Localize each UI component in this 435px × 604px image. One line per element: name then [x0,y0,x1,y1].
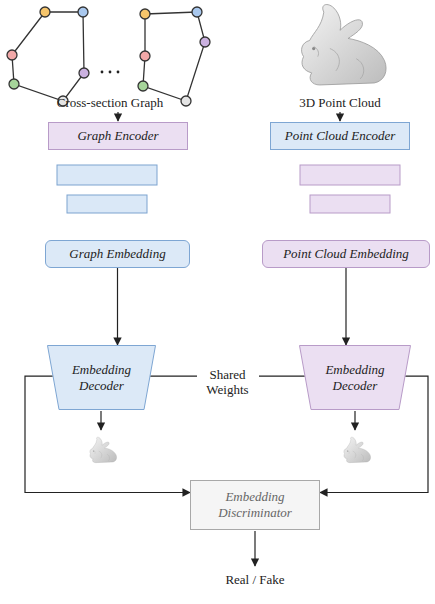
layer-bar [300,165,400,185]
embedding-box: Point Cloud Embedding [262,240,430,268]
output-arrow [354,411,355,430]
input-label: Cross-section Graph [57,95,164,111]
encoder-box: Point Cloud Encoder [270,122,410,150]
point-cloud-bunny [302,5,387,85]
decoder-trapezoid: Embedding Decoder [299,345,411,410]
trapezoid-shape [48,346,156,410]
node-text: Graph Embedding [69,246,165,262]
input-arrow [117,112,118,121]
cross-section-graph [138,7,210,106]
input-label: 3D Point Cloud [299,95,381,111]
connector [117,268,118,345]
node-text: Embedding Discriminator [199,489,311,520]
reconstructed-bunny [90,437,117,462]
node-text: Point Cloud Encoder [285,128,396,144]
edge-label: Shared Weights [197,368,259,398]
output-arrow [100,411,101,430]
output-arrow [254,531,255,566]
encoder-box: Graph Encoder [48,122,188,150]
connector [345,268,346,345]
embedding-box: Graph Embedding [45,240,190,268]
layer-bar [67,195,147,213]
node-text: Point Cloud Embedding [283,246,409,262]
discriminator-box: Embedding Discriminator [190,480,320,530]
trapezoid-shape [300,346,411,410]
node-text: Embedding Decoder [317,362,393,393]
cross-section-graph [7,7,89,106]
node-text: Embedding Decoder [65,362,138,393]
decoder-trapezoid: Embedding Decoder [47,345,156,410]
output-label: Real / Fake [225,572,284,588]
node-text: Graph Encoder [77,128,158,144]
ellipsis-dots [101,71,120,74]
layer-bar [310,195,390,213]
layer-bar [57,165,157,185]
reconstructed-bunny [344,437,371,462]
input-arrow [339,112,340,121]
